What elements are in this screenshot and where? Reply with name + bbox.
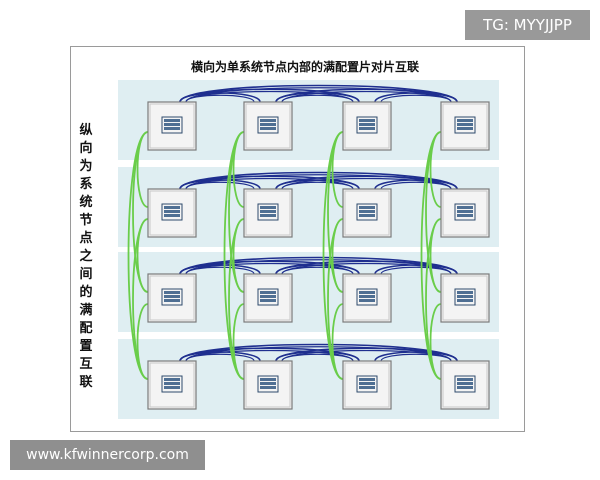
horizontal-link [380, 353, 452, 362]
vertical-axis-label: 纵向为系统节点之间的满配置互联 [79, 123, 93, 390]
chip-icon [454, 203, 476, 221]
chip-inner-border [344, 362, 390, 408]
chip-icon [161, 203, 183, 221]
horizontal-link [374, 92, 458, 103]
chip-inner-border [442, 275, 488, 321]
watermark-telegram: TG: MYYJJPP [465, 10, 590, 40]
vertical-link [429, 303, 442, 380]
horizontal-link [374, 351, 458, 362]
horizontal-link [380, 181, 452, 190]
chip-inner-border [149, 103, 195, 149]
chip-inner-border [344, 103, 390, 149]
chip-inner-border [442, 103, 488, 149]
chip-inner-border [149, 275, 195, 321]
chip-inner-border [245, 190, 291, 236]
chip-inner-border [344, 275, 390, 321]
vertical-link [331, 303, 344, 380]
diagram-title: 横向为单系统节点内部的满配置片对片互联 [190, 60, 419, 74]
chip-icon [454, 116, 476, 134]
vertical-link [232, 303, 245, 380]
horizontal-link [380, 266, 452, 275]
chip-icon [161, 116, 183, 134]
chip-icon [454, 375, 476, 393]
horizontal-link [374, 264, 458, 275]
chip-icon [257, 375, 279, 393]
chip-inner-border [344, 190, 390, 236]
chip-inner-border [245, 275, 291, 321]
watermark-url: www.kfwinnercorp.com [10, 440, 205, 470]
chip-icon [257, 203, 279, 221]
chip-icon [454, 288, 476, 306]
chip-icon [161, 375, 183, 393]
chip-icon [257, 288, 279, 306]
horizontal-link [380, 94, 452, 103]
chip-inner-border [442, 190, 488, 236]
chip-inner-border [149, 362, 195, 408]
chip-icon [257, 116, 279, 134]
chip-inner-border [149, 190, 195, 236]
vertical-link [136, 303, 149, 380]
chip-inner-border [442, 362, 488, 408]
chip-icon [356, 288, 378, 306]
chip-icon [356, 116, 378, 134]
chip-inner-border [245, 362, 291, 408]
chip-inner-border [245, 103, 291, 149]
horizontal-link [374, 179, 458, 190]
chip-icon [161, 288, 183, 306]
chip-icon [356, 203, 378, 221]
chip-icon [356, 375, 378, 393]
